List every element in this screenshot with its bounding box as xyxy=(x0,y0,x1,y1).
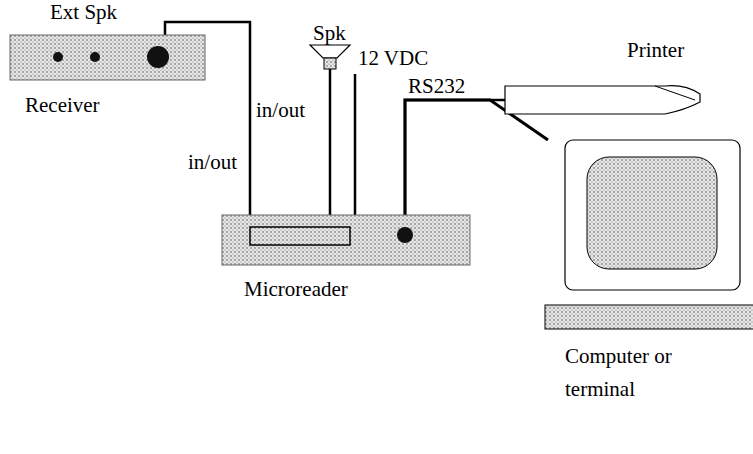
printer-shape: Printer xyxy=(505,80,700,120)
cable-line xyxy=(405,100,548,215)
receiver-body xyxy=(10,35,205,80)
receiver-knob xyxy=(147,46,169,68)
receiver-knob xyxy=(53,52,63,62)
wire-label: Ext Spk xyxy=(50,0,117,25)
printer-slot xyxy=(655,86,695,100)
receiver-knob xyxy=(90,52,100,62)
microreader-body xyxy=(222,215,470,265)
node-label: Printer xyxy=(627,38,684,63)
power-button xyxy=(397,227,413,243)
display-window xyxy=(250,227,350,245)
node-label: Spk xyxy=(313,21,346,46)
cable-line xyxy=(405,100,505,215)
speaker-symbol: Spk xyxy=(310,45,350,69)
node-label: Computer or terminal xyxy=(565,340,705,405)
signal-label: RS232 xyxy=(408,74,465,99)
keyboard xyxy=(545,305,753,329)
power-wire xyxy=(354,74,357,215)
cable xyxy=(405,100,505,215)
receiver-box-art xyxy=(10,35,205,80)
cable-line xyxy=(329,69,332,215)
cable xyxy=(405,100,548,215)
microreader-box: Microreader xyxy=(222,215,470,265)
receiver-box: Receiver xyxy=(10,35,205,80)
microreader-box-art xyxy=(222,215,470,265)
node-label: Microreader xyxy=(244,277,348,302)
printer-outline xyxy=(505,86,700,114)
speaker-magnet xyxy=(324,58,336,69)
power-label: 12 VDC xyxy=(358,46,428,71)
monitor-screen xyxy=(587,157,717,269)
monitor-case xyxy=(565,140,740,290)
port-label: in/out xyxy=(188,150,237,175)
computer-terminal: Computer or terminal xyxy=(545,135,753,330)
computer-terminal-art xyxy=(545,135,753,330)
node-label: Receiver xyxy=(25,93,100,118)
port-label: in/out xyxy=(256,98,305,123)
speaker-cone xyxy=(310,45,350,58)
speaker-symbol-art xyxy=(310,45,350,69)
printer-shape-art xyxy=(505,80,700,120)
cable xyxy=(330,69,331,215)
